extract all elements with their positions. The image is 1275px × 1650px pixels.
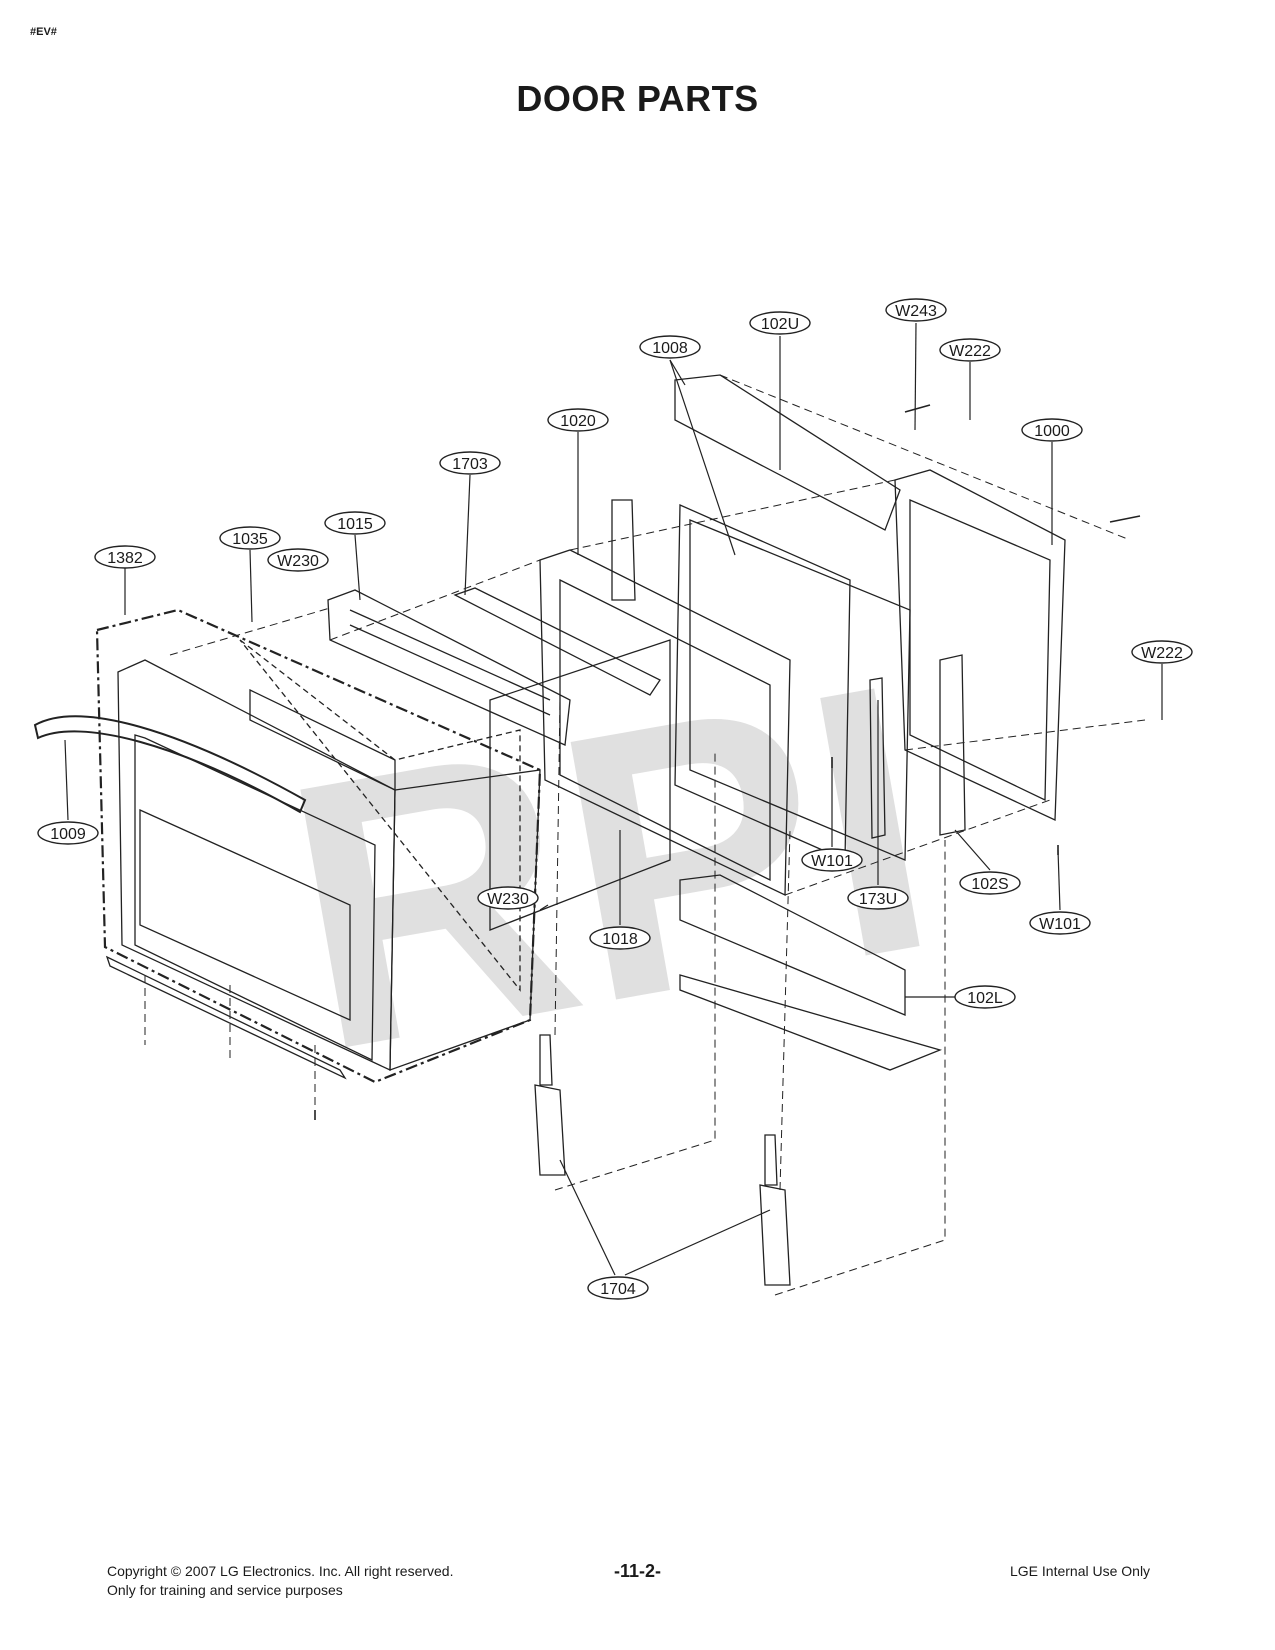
callout-1704: 1704 [600,1281,636,1298]
page-title: DOOR PARTS [516,78,759,119]
callout-102s: 102S [971,876,1008,893]
callout-bubble-102s [959,871,1021,895]
callout-bubble-1020 [547,408,609,432]
insulation-102u [674,374,901,531]
callout-102l: 102L [967,990,1003,1007]
footer-copyright: Copyright © 2007 LG Electronics. Inc. Al… [107,1563,454,1579]
callout-bubble-102l [954,985,1016,1009]
callout-bubble-1704 [587,1276,649,1300]
callout-1008: 1008 [652,340,688,357]
callout-1009: 1009 [50,826,86,843]
callout-1018: 1018 [602,931,638,948]
callout-173u: 173U [859,891,897,908]
callout-1703: 1703 [452,456,488,473]
callout-1382: 1382 [107,550,143,567]
inner-frame-1020 [539,549,791,897]
page-code: #EV# [30,26,57,38]
callout-bubble-1008 [639,335,701,359]
callout-w230-mid: W230 [487,891,529,908]
glass-1008-rear [689,519,911,861]
back-panel-1000 [894,469,1066,822]
screw-right [1109,515,1141,523]
callout-bubble-1703 [439,451,501,475]
callout-bubble-1009 [37,821,99,845]
callout-bubble-w230-top [267,548,329,572]
callout-1020: 1020 [560,413,596,430]
callout-bubble-1035 [219,526,281,550]
callout-bubble-1000 [1021,418,1083,442]
bracket-1703 [453,587,661,696]
callout-bubble-w243 [885,298,947,322]
callout-w230-top: W230 [277,553,319,570]
insulation-102l [679,874,906,1016]
callout-w101-mid: W101 [811,853,853,870]
callout-w101-right: W101 [1039,916,1081,933]
callout-bubble-102u [749,311,811,335]
spacer-post [611,499,636,601]
footer-internal: LGE Internal Use Only [1010,1563,1151,1579]
inner-panel-1015 [327,589,571,746]
callout-bubble-w222-top [939,338,1001,362]
door-handle [33,715,307,814]
callout-bubble-w101-right [1029,911,1091,935]
callout-bubble-1382 [94,545,156,569]
gasket-173u [869,677,886,839]
callout-w222-right: W222 [1141,645,1183,662]
bottom-trim [105,955,347,1080]
hinge-left [534,1034,566,1176]
callout-bubble-173u [847,886,909,910]
hinge-right [759,1134,791,1286]
page-number: -11-2- [613,1561,662,1581]
footer-left: Copyright © 2007 LG Electronics. Inc. Al… [107,1562,527,1600]
callout-1000: 1000 [1034,423,1070,440]
callout-w243: W243 [895,303,937,320]
footer-usage: Only for training and service purposes [107,1582,343,1598]
callout-w222-top: W222 [949,343,991,360]
callout-bubble-1018 [589,926,651,950]
callout-bubble-w230-mid [477,886,539,910]
callout-bubble-w101-mid [801,848,863,872]
callout-1035: 1035 [232,531,268,548]
callout-bubble-w222-right [1131,640,1193,664]
glass-1018 [489,639,671,931]
callout-bubble-1015 [324,511,386,535]
door-window [139,808,351,1022]
screw-w243 [904,404,931,413]
insulation-102s [939,654,966,836]
callout-102u: 102U [761,316,799,333]
callout-1015: 1015 [337,516,373,533]
